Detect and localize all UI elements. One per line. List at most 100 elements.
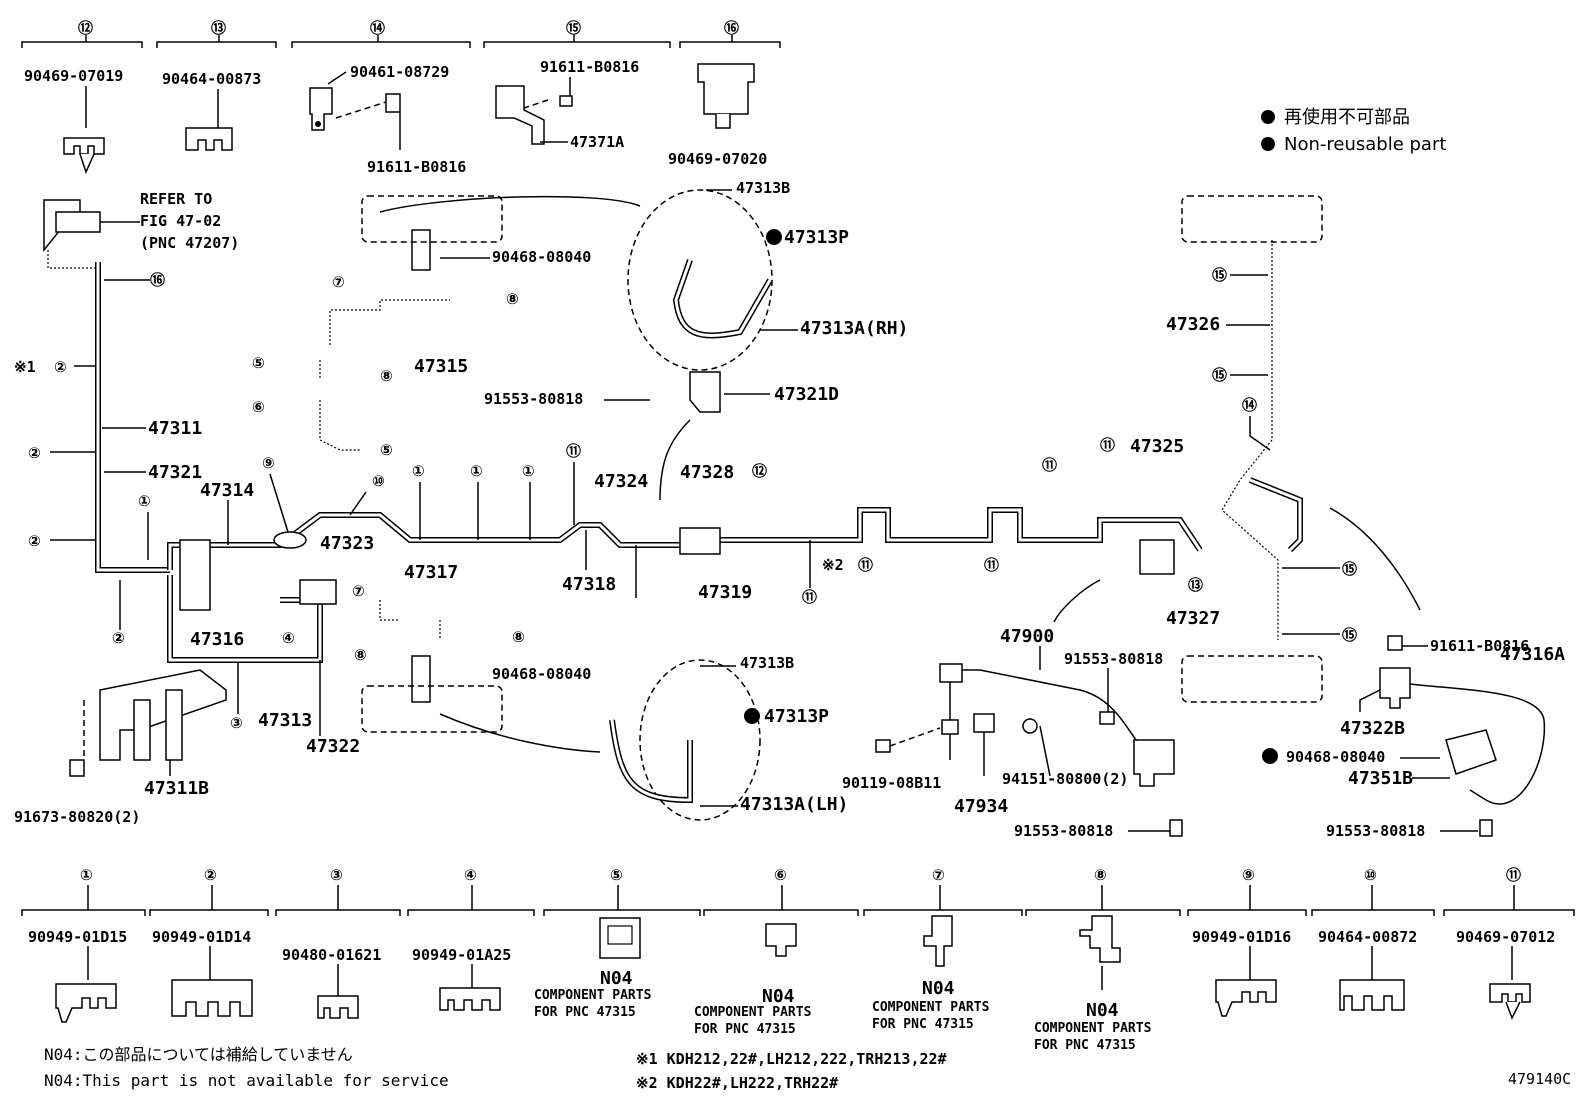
top-group-15: ⑮ 91611-B0816 47371A bbox=[483, 19, 671, 151]
non-reusable-dot-icon bbox=[1261, 110, 1275, 124]
svg-text:②: ② bbox=[28, 532, 41, 550]
svg-text:90469-07012: 90469-07012 bbox=[1456, 928, 1555, 946]
svg-text:⑪: ⑪ bbox=[858, 556, 873, 574]
svg-text:91553-80818: 91553-80818 bbox=[484, 390, 583, 408]
speed-sensor-assembly: 91611-B0816 47316A 47322B 90468-08040 47… bbox=[1262, 635, 1565, 840]
svg-text:⑧: ⑧ bbox=[1094, 866, 1107, 884]
svg-text:再使用不可部品: 再使用不可部品 bbox=[1284, 107, 1410, 128]
bolt-icon bbox=[385, 93, 401, 150]
svg-text:FIG 47-02: FIG 47-02 bbox=[140, 212, 221, 230]
bolt-icon bbox=[1479, 819, 1493, 837]
svg-text:47311B: 47311B bbox=[144, 778, 209, 799]
svg-text:90468-08040: 90468-08040 bbox=[492, 665, 591, 683]
bracket-icon bbox=[495, 85, 545, 145]
svg-text:47315: 47315 bbox=[414, 356, 468, 377]
bottom-group-1: ① 90949-01D15 bbox=[21, 866, 146, 1023]
svg-text:47326: 47326 bbox=[1166, 314, 1220, 335]
svg-text:FOR PNC 47315: FOR PNC 47315 bbox=[534, 1005, 636, 1020]
svg-text:90949-01D15: 90949-01D15 bbox=[28, 928, 127, 946]
clip-icon bbox=[1489, 983, 1531, 1003]
svg-text:⑤: ⑤ bbox=[252, 354, 265, 372]
svg-text:④: ④ bbox=[282, 629, 295, 647]
svg-text:①: ① bbox=[138, 492, 151, 510]
bolt-icon bbox=[875, 739, 891, 753]
svg-text:47318: 47318 bbox=[562, 574, 616, 595]
bottom-group-3: ③ 90480-01621 bbox=[275, 866, 401, 1019]
top-group-16: ⑯ 90469-07020 bbox=[668, 19, 781, 168]
svg-text:90464-00872: 90464-00872 bbox=[1318, 928, 1417, 946]
svg-text:⑬: ⑬ bbox=[1188, 576, 1203, 594]
right-vertical-line: ⑮ 47326 ⑮ ⑭ ⑮ ⑮ bbox=[1166, 195, 1421, 703]
svg-text:(PNC 47207): (PNC 47207) bbox=[140, 234, 239, 252]
lower-left-sub-assembly: 47317 ⑧ ⑧ 90468-08040 bbox=[354, 562, 601, 753]
svg-text:47316A: 47316A bbox=[1500, 644, 1565, 665]
svg-text:47313P: 47313P bbox=[784, 227, 849, 248]
svg-text:47321: 47321 bbox=[148, 462, 202, 483]
svg-text:47313A(LH): 47313A(LH) bbox=[740, 794, 848, 815]
svg-text:90949-01A25: 90949-01A25 bbox=[412, 946, 511, 964]
svg-text:FOR PNC 47315: FOR PNC 47315 bbox=[694, 1022, 796, 1037]
svg-text:②: ② bbox=[54, 358, 67, 376]
svg-text:⑪: ⑪ bbox=[984, 556, 999, 574]
svg-text:FOR PNC 47315: FOR PNC 47315 bbox=[1034, 1038, 1136, 1053]
svg-text:90949-01D16: 90949-01D16 bbox=[1192, 928, 1291, 946]
svg-text:47900: 47900 bbox=[1000, 626, 1054, 647]
svg-text:90468-08040: 90468-08040 bbox=[1286, 748, 1385, 766]
svg-text:90461-08729: 90461-08729 bbox=[350, 63, 449, 81]
svg-text:47324: 47324 bbox=[594, 471, 648, 492]
legend: 再使用不可部品 Non-reusable part bbox=[1261, 107, 1446, 155]
svg-text:⑧: ⑧ bbox=[506, 290, 519, 308]
svg-text:47316: 47316 bbox=[190, 629, 244, 650]
svg-text:COMPONENT PARTS: COMPONENT PARTS bbox=[1034, 1021, 1152, 1036]
svg-text:47327: 47327 bbox=[1166, 608, 1220, 629]
svg-text:90119-08B11: 90119-08B11 bbox=[842, 774, 941, 792]
svg-text:①: ① bbox=[412, 462, 425, 480]
svg-text:90480-01621: 90480-01621 bbox=[282, 946, 381, 964]
svg-text:91611-B0816: 91611-B0816 bbox=[367, 158, 466, 176]
svg-text:47328: 47328 bbox=[680, 462, 734, 483]
upper-left-sub-assembly: 90468-08040 ⑧ ⑦ ⑤ ⑧ 47315 ⑥ ⑤ bbox=[252, 195, 641, 459]
svg-text:⑥: ⑥ bbox=[774, 866, 787, 884]
svg-text:⑧: ⑧ bbox=[354, 646, 367, 664]
bracket-47321D: 91553-80818 47321D bbox=[484, 371, 839, 501]
svg-text:⑪: ⑪ bbox=[802, 588, 817, 606]
svg-text:③: ③ bbox=[330, 866, 343, 884]
svg-text:⑮: ⑮ bbox=[1212, 266, 1227, 284]
clip-icon bbox=[63, 137, 105, 175]
bottom-group-10: ⑩ 90464-00872 bbox=[1311, 866, 1435, 1011]
bolt-icon bbox=[1387, 635, 1403, 651]
svg-text:⑤: ⑤ bbox=[610, 866, 623, 884]
svg-text:⑪: ⑪ bbox=[1506, 866, 1521, 884]
svg-text:91611-B0816: 91611-B0816 bbox=[540, 58, 639, 76]
bottom-group-2: ② 90949-01D14 bbox=[149, 866, 269, 1017]
clip-icon bbox=[171, 979, 253, 1017]
svg-text:47325: 47325 bbox=[1130, 436, 1184, 457]
svg-text:⑭: ⑭ bbox=[1242, 396, 1257, 414]
manifold-mount: 47311B 91673-80820(2) bbox=[14, 669, 227, 826]
bracket-icon bbox=[309, 87, 333, 131]
svg-text:※2: ※2 bbox=[822, 556, 844, 574]
clip-icon bbox=[317, 995, 359, 1019]
hose-rh: 47313B 47313P 47313A(RH) bbox=[627, 179, 908, 371]
svg-text:※1: ※1 bbox=[14, 358, 36, 376]
svg-text:N04:この部品については補給していません: N04:この部品については補給していません bbox=[44, 1045, 353, 1064]
svg-text:②: ② bbox=[28, 444, 41, 462]
svg-text:N04: N04 bbox=[1086, 1000, 1119, 1021]
svg-text:47314: 47314 bbox=[200, 480, 254, 501]
svg-text:47371A: 47371A bbox=[570, 133, 624, 151]
svg-text:⑫: ⑫ bbox=[78, 19, 93, 37]
svg-text:③: ③ bbox=[230, 714, 243, 732]
svg-text:47322B: 47322B bbox=[1340, 718, 1405, 739]
svg-text:①: ① bbox=[470, 462, 483, 480]
height-sensor-assembly: 47900 91553-80818 90119-08B11 47934 9415… bbox=[842, 579, 1183, 840]
svg-text:47321D: 47321D bbox=[774, 384, 839, 405]
svg-text:⑧: ⑧ bbox=[512, 628, 525, 646]
svg-text:⑨: ⑨ bbox=[262, 454, 275, 472]
svg-text:①: ① bbox=[522, 462, 535, 480]
clip-icon bbox=[1339, 979, 1405, 1011]
hose-lh: 47313B 47313P 47313A(LH) bbox=[609, 654, 848, 821]
svg-text:47934: 47934 bbox=[954, 796, 1008, 817]
svg-text:⑦: ⑦ bbox=[932, 866, 945, 884]
clip-icon bbox=[765, 923, 797, 957]
svg-text:47313A(RH): 47313A(RH) bbox=[800, 318, 908, 339]
